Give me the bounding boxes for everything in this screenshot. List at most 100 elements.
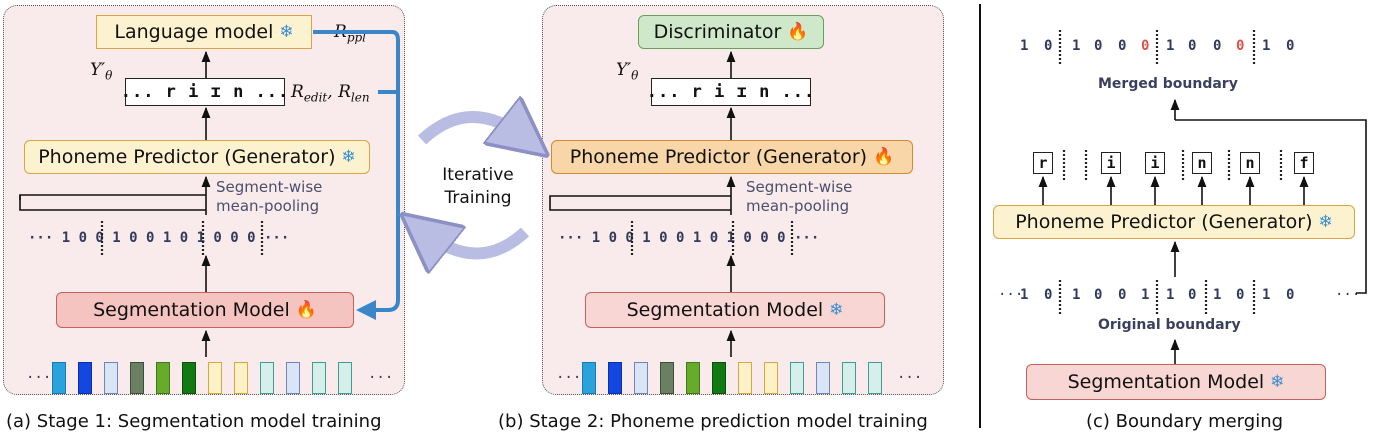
boundary-digit: 0	[1044, 287, 1053, 303]
feature-cell	[130, 362, 144, 394]
segmentation-model-label: Segmentation Model	[626, 299, 824, 321]
boundary-digit: 0	[1188, 38, 1197, 54]
y-theta-label: Y′θ	[90, 60, 113, 83]
phoneme-predictor-box: Phoneme Predictor (Generator) ❄	[24, 140, 370, 174]
boundary-digit: 0	[1044, 38, 1053, 54]
feature-cell	[78, 362, 92, 394]
snowflake-icon: ❄	[829, 300, 844, 320]
boundary-digit: 1	[1020, 38, 1029, 54]
feature-cell	[338, 362, 352, 394]
feature-cell	[52, 362, 66, 394]
discriminator-label: Discriminator	[653, 21, 782, 43]
feature-cell	[816, 362, 830, 394]
phoneme-predictor-box: Phoneme Predictor (Generator) ❄	[993, 205, 1355, 239]
snowflake-icon: ❄	[1270, 372, 1285, 392]
boundary-digit: 1	[1213, 287, 1222, 303]
feature-cell	[608, 362, 622, 394]
phoneme-box: i	[1145, 152, 1165, 174]
boundary-sequence: ··· 1 0 0 1 0 0 1 0 1 0 0 0 ···	[28, 230, 290, 246]
language-model-label: Language model	[114, 21, 274, 43]
segmentation-model-box: Segmentation Model ❄	[585, 292, 885, 328]
features-ellipsis-right: ···	[897, 370, 923, 386]
boundary-sequence: ··· 1 0 0 1 0 0 1 0 1 0 0 0 ···	[558, 230, 820, 246]
output-sequence: ... r i ɪ n ...	[646, 82, 816, 102]
feature-cell	[260, 362, 274, 394]
feature-cell	[104, 362, 118, 394]
boundary-digit: 1	[1072, 287, 1081, 303]
phoneme-box: r	[1033, 152, 1053, 174]
features-ellipsis-right: ···	[368, 370, 394, 386]
boundary-digit: 0	[1286, 287, 1295, 303]
panel-b	[542, 5, 944, 395]
snowflake-icon: ❄	[341, 147, 356, 167]
boundary-digit: 0	[1141, 38, 1150, 54]
output-sequence-box: ... r i ɪ n ...	[647, 78, 814, 106]
y-theta-label: Y′θ	[616, 60, 639, 83]
boundary-digit: 0	[1213, 38, 1222, 54]
output-sequence-box: ... r i ɪ n ...	[121, 78, 288, 106]
boundary-digit: 0	[1286, 38, 1295, 54]
boundary-digit: 1	[1020, 287, 1029, 303]
phoneme-box: n	[1240, 152, 1260, 174]
boundary-digit: 1	[1166, 287, 1175, 303]
caption-c: (c) Boundary merging	[1086, 411, 1284, 432]
merged-boundary-label: Merged boundary	[1098, 76, 1238, 92]
feature-cell	[842, 362, 856, 394]
phoneme-arrows	[1038, 175, 1309, 205]
language-model-box: Language model ❄	[96, 15, 312, 49]
boundary-digit: 1	[1166, 38, 1175, 54]
phoneme-box: n	[1192, 152, 1212, 174]
boundary-digit: 0	[1094, 38, 1103, 54]
feature-cell	[286, 362, 300, 394]
mean-pooling-note: Segment-wise mean-pooling	[746, 178, 853, 215]
boundary-digit: 1	[1141, 287, 1150, 303]
phoneme-predictor-label: Phoneme Predictor (Generator)	[1015, 211, 1313, 233]
phoneme-box: f	[1294, 152, 1314, 174]
mean-pooling-note: Segment-wise mean-pooling	[216, 178, 323, 215]
feature-cell	[156, 362, 170, 394]
segmentation-model-label: Segmentation Model	[1067, 371, 1265, 393]
features-ellipsis-left: ···	[556, 370, 582, 386]
feature-cell	[182, 362, 196, 394]
boundary-digit: 1	[1262, 287, 1271, 303]
feature-cell	[208, 362, 222, 394]
phoneme-box: i	[1101, 152, 1121, 174]
feature-cell	[712, 362, 726, 394]
original-ellipsis-right: ···	[1335, 287, 1361, 303]
feature-cell	[234, 362, 248, 394]
feature-cell	[764, 362, 778, 394]
boundary-digit: 0	[1094, 287, 1103, 303]
phoneme-predictor-label: Phoneme Predictor (Generator)	[569, 146, 868, 168]
feature-cell	[312, 362, 326, 394]
feature-cell	[660, 362, 674, 394]
feature-cell	[790, 362, 804, 394]
fire-icon: 🔥	[873, 147, 895, 167]
snowflake-icon: ❄	[279, 22, 294, 42]
boundary-digit: 0	[1118, 38, 1127, 54]
caption-b: (b) Stage 2: Phoneme prediction model tr…	[498, 411, 928, 432]
iterative-training-label: Iterative Training	[442, 165, 514, 208]
fire-icon: 🔥	[787, 22, 809, 42]
original-ellipsis-left: ···	[998, 287, 1024, 303]
boundary-digit: 0	[1236, 38, 1245, 54]
r-ppl-label: Rppl	[334, 22, 367, 45]
features-ellipsis-left: ···	[26, 370, 52, 386]
output-sequence: ... r i ɪ n ...	[120, 82, 290, 102]
feature-cell	[634, 362, 648, 394]
segmentation-model-label: Segmentation Model	[93, 299, 290, 321]
original-boundary-label: Original boundary	[1098, 317, 1241, 333]
discriminator-box: Discriminator 🔥	[638, 15, 824, 49]
feature-cell	[686, 362, 700, 394]
boundary-digit: 0	[1236, 287, 1245, 303]
segmentation-model-box: Segmentation Model ❄	[1026, 364, 1326, 400]
phoneme-predictor-label: Phoneme Predictor (Generator)	[38, 146, 336, 168]
segmentation-model-box: Segmentation Model 🔥	[56, 292, 354, 328]
boundary-digit: 0	[1188, 287, 1197, 303]
fire-icon: 🔥	[295, 300, 317, 320]
caption-a: (a) Stage 1: Segmentation model training	[6, 411, 382, 432]
boundary-digit: 0	[1118, 287, 1127, 303]
panel-a	[3, 5, 405, 395]
snowflake-icon: ❄	[1318, 212, 1333, 232]
phoneme-predictor-box: Phoneme Predictor (Generator) 🔥	[551, 140, 913, 174]
